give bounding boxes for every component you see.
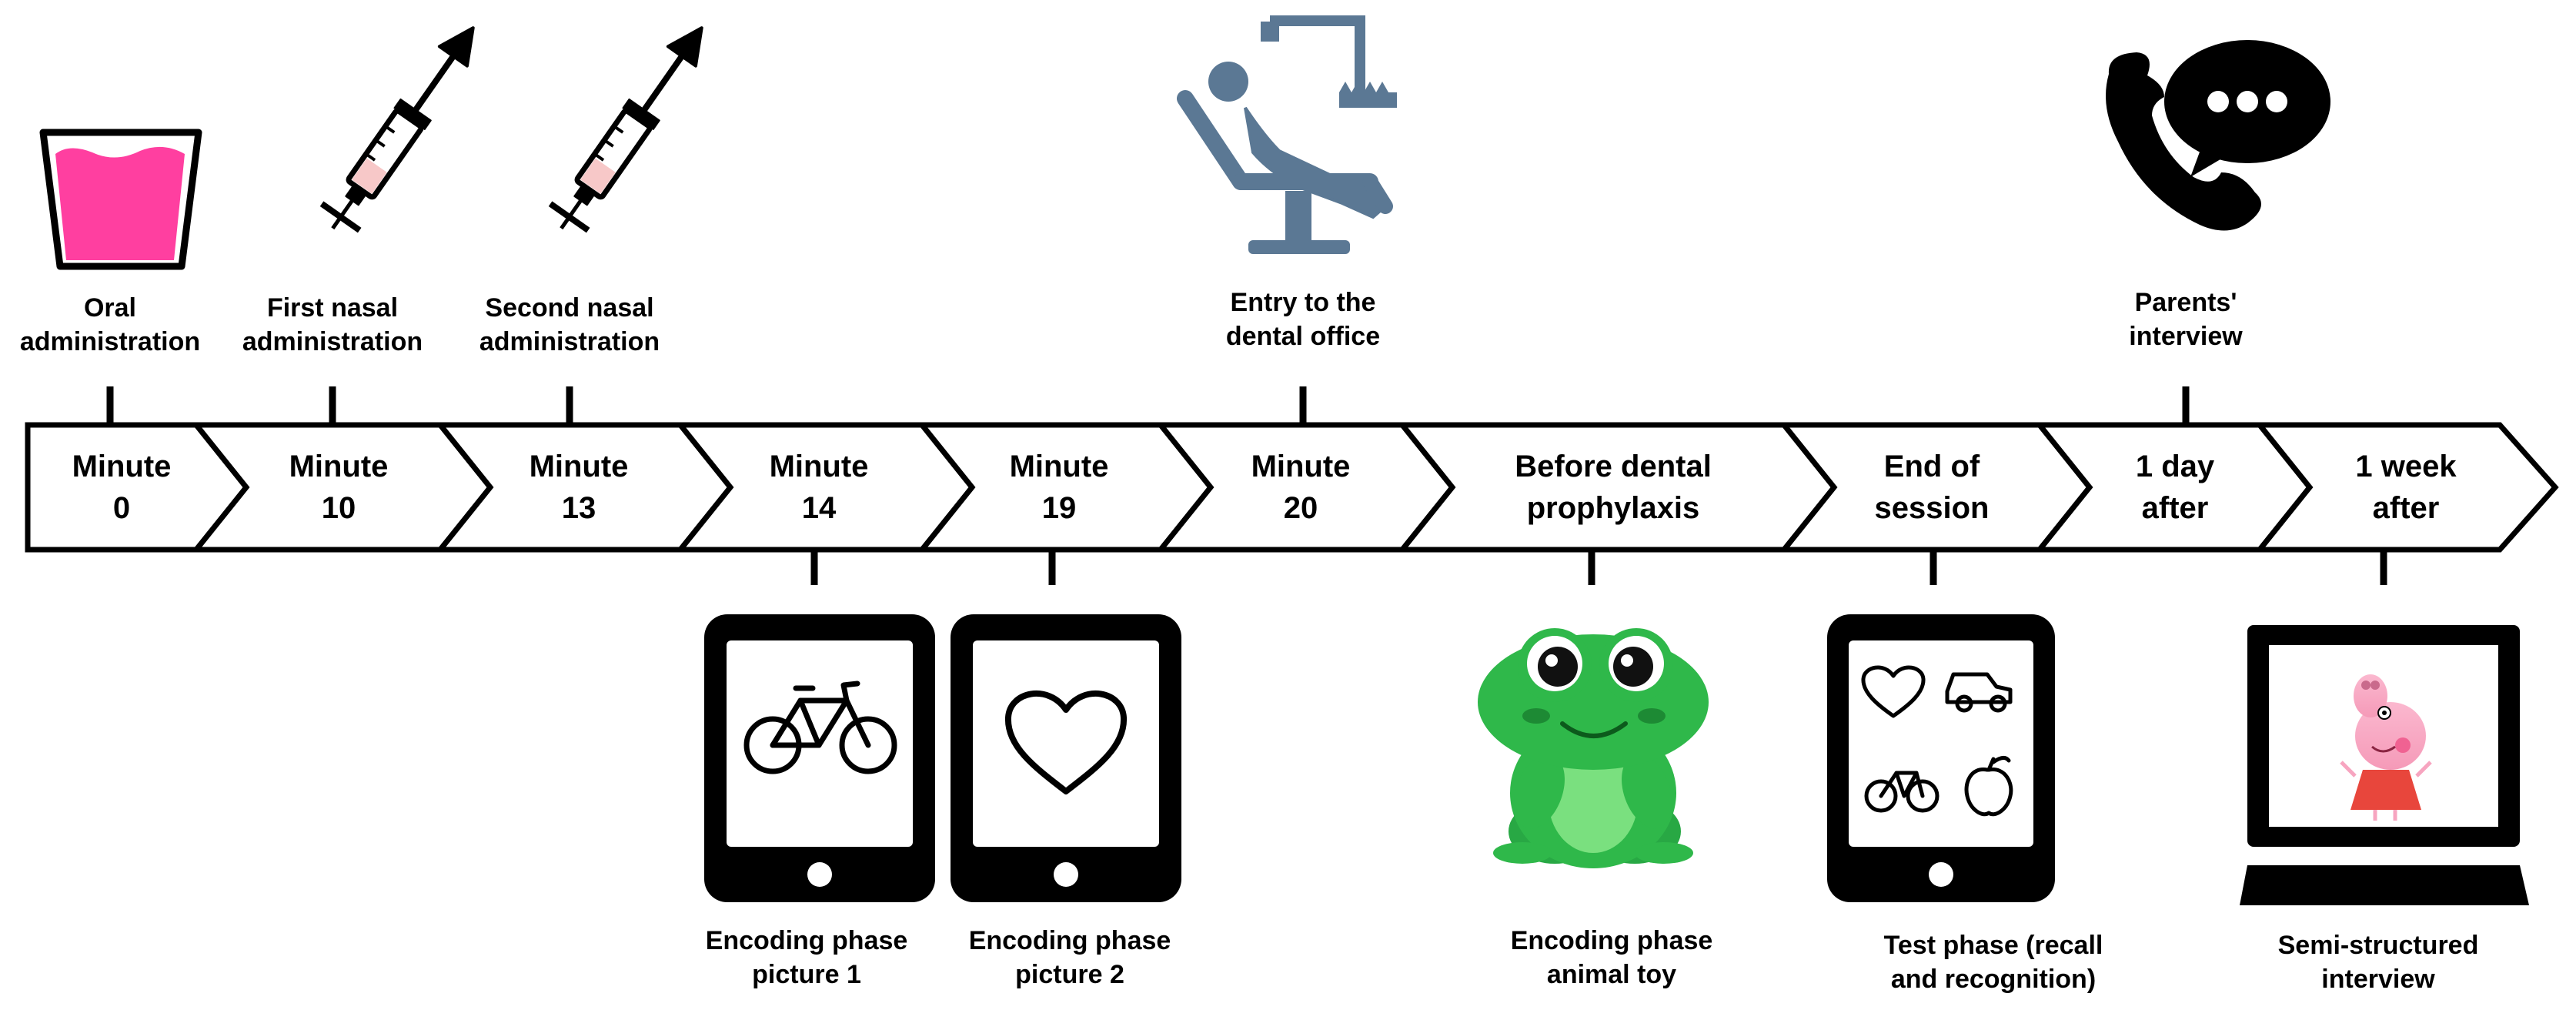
step-line1: Minute [1251,450,1351,483]
step-line1: Before dental [1515,450,1712,483]
event-label-test-phase: Test phase (recall and recognition) [1884,928,2103,996]
peppa-figure [2340,674,2432,821]
timeline-step-minute-19: Minute 19 [1010,446,1109,529]
event-line2: interview [2321,965,2435,994]
tablet-items-icon [1827,614,2055,902]
connector-ticks [106,386,2387,585]
monitor-peppa-icon [2240,625,2529,905]
step-line1: 1 day [2135,450,2215,483]
step-line2: session [1874,491,1990,525]
event-line2: administration [19,327,201,356]
event-line2: interview [2129,322,2243,351]
event-label-parents-interview: Parents' interview [2129,286,2242,353]
event-line2: dental office [1225,322,1381,351]
step-line1: Minute [529,450,629,483]
step-line2: 19 [1041,491,1077,525]
tablet-bicycle-icon [704,614,935,902]
event-line2: picture 1 [752,960,861,989]
step-line1: 1 week [2355,450,2457,483]
dental-chair-icon [1177,15,1397,254]
event-line2: picture 2 [1015,960,1124,989]
event-label-first-nasal: First nasal administration [242,291,423,359]
event-label-dental-entry: Entry to the dental office [1226,286,1380,353]
event-line2: and recognition) [1890,965,2097,994]
step-line2: 13 [561,491,596,525]
timeline-boxes [25,422,2559,553]
step-line1: Minute [72,450,172,483]
event-line1: Parents' [2134,288,2237,317]
event-line1: Encoding phase [705,926,908,955]
event-line1: Semi-structured [2277,931,2479,960]
cup-icon [39,129,202,270]
step-line2: after [2372,491,2440,525]
event-line1: Oral [83,293,137,323]
timeline-step-minute-20: Minute 20 [1251,446,1351,529]
timeline-step-end-of-session: End of session [1875,446,1990,529]
frog-toy-icon [1478,628,1709,868]
timeline-step-minute-14: Minute 14 [770,446,869,529]
step-line2: 14 [801,491,837,525]
step-line2: after [2141,491,2209,525]
step-line2: 20 [1283,491,1318,525]
event-line1: Encoding phase [968,926,1171,955]
step-line2: prophylaxis [1526,491,1700,525]
event-line1: Entry to the [1230,288,1376,317]
event-line1: Encoding phase [1510,926,1713,955]
event-line1: Test phase (recall [1883,931,2103,960]
event-line2: animal toy [1546,960,1677,989]
step-line2: 10 [321,491,356,525]
syringe-icon [319,26,475,233]
step-line1: Minute [769,450,869,483]
event-line1: First nasal [266,293,399,323]
syringe-icon [548,26,703,233]
step-line1: End of [1883,450,1980,483]
tablet-heart-icon [951,614,1181,902]
event-label-encoding-2: Encoding phase picture 2 [969,924,1171,992]
timeline-step-box-1-week [2254,422,2559,553]
event-label-encoding-1: Encoding phase picture 1 [706,924,908,992]
event-line2: administration [242,327,423,356]
event-label-interview: Semi-structured interview [2278,928,2479,996]
phone-chat-icon [2106,40,2330,231]
event-label-oral: Oral administration [20,291,200,359]
timeline-step-1-day: 1 day after [2136,446,2214,529]
event-label-encoding-toy: Encoding phase animal toy [1511,924,1713,992]
step-line1: Minute [289,450,389,483]
timeline-step-1-week: 1 week after [2355,446,2456,529]
step-line2: 0 [112,491,131,525]
timeline-step-minute-13: Minute 13 [530,446,629,529]
timeline-step-minute-0: Minute 0 [72,446,172,529]
event-label-second-nasal: Second nasal administration [479,291,660,359]
timeline-step-minute-10: Minute 10 [289,446,389,529]
event-line2: administration [479,327,660,356]
timeline-step-before-prophylaxis: Before dental prophylaxis [1515,446,1712,529]
step-line1: Minute [1009,450,1109,483]
event-line1: Second nasal [485,293,654,323]
